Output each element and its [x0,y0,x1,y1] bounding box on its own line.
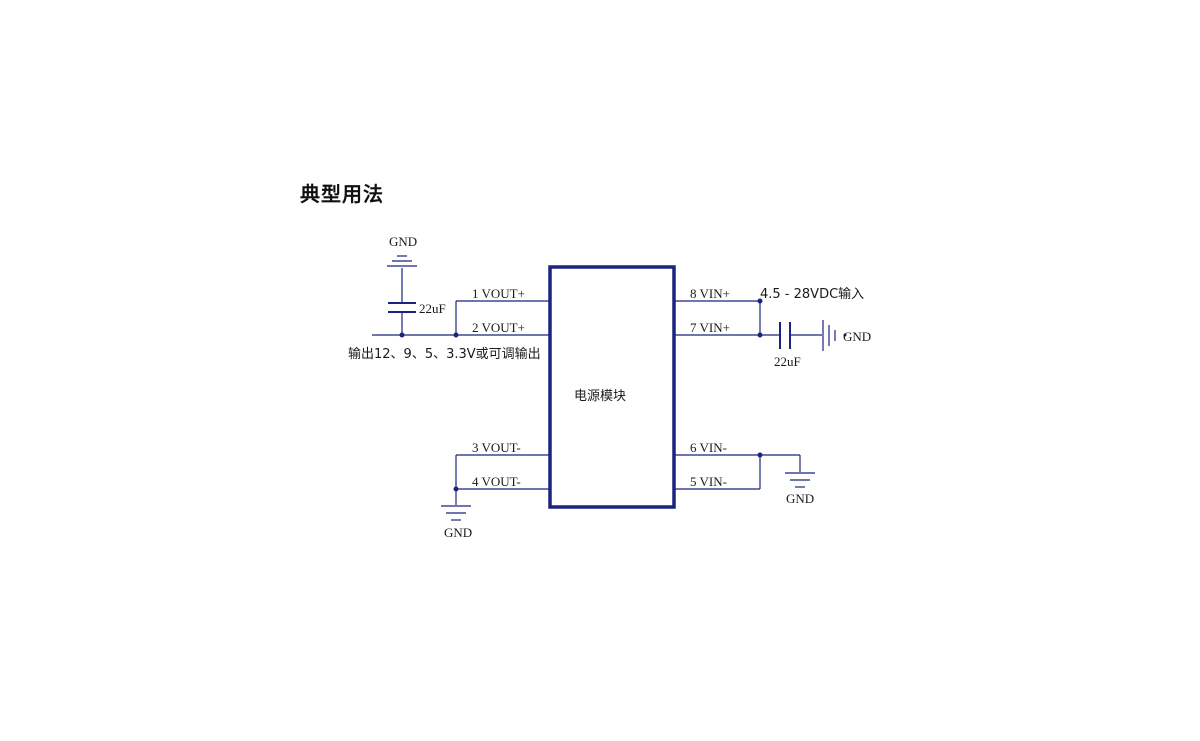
ground-icon-top-left [387,255,417,267]
ground-icon-bottom-right [785,472,815,488]
input-cap-label: 22uF [774,354,801,369]
junction-dot [757,452,763,458]
power-module-box [548,265,676,509]
pin5-label: 5 VIN- [690,474,727,489]
junction-dot [757,332,763,338]
gnd-label-bottom-left: GND [444,525,472,540]
ground-icon-right [822,320,836,351]
junction-dot [757,298,763,304]
gnd-label-bottom-right: GND [786,491,814,506]
output-capacitor-icon [388,268,416,335]
pin2-label: 2 VOUT+ [472,320,525,335]
ground-icon-bottom-left [441,505,471,521]
junction-dot [843,333,847,337]
pin4-label: 4 VOUT- [472,474,521,489]
pin8-label: 8 VIN+ [690,286,730,301]
output-voltage-note: 输出12、9、5、3.3V或可调输出 [348,346,541,362]
input-capacitor-icon [779,322,822,349]
junction-dot [453,332,459,338]
gnd-label-top-left: GND [389,234,417,249]
gnd-label-right: GND [843,329,871,344]
output-cap-label: 22uF [419,301,446,316]
pin1-label: 1 VOUT+ [472,286,525,301]
pin3-label: 3 VOUT- [472,440,521,455]
pin6-label: 6 VIN- [690,440,727,455]
input-voltage-note: 4.5 - 28VDC输入 [760,286,864,302]
section-heading: 典型用法 [300,182,384,206]
pin7-label: 7 VIN+ [690,320,730,335]
junction-dot [399,332,405,338]
junction-dot [453,486,459,492]
module-label: 电源模块 [574,389,626,404]
